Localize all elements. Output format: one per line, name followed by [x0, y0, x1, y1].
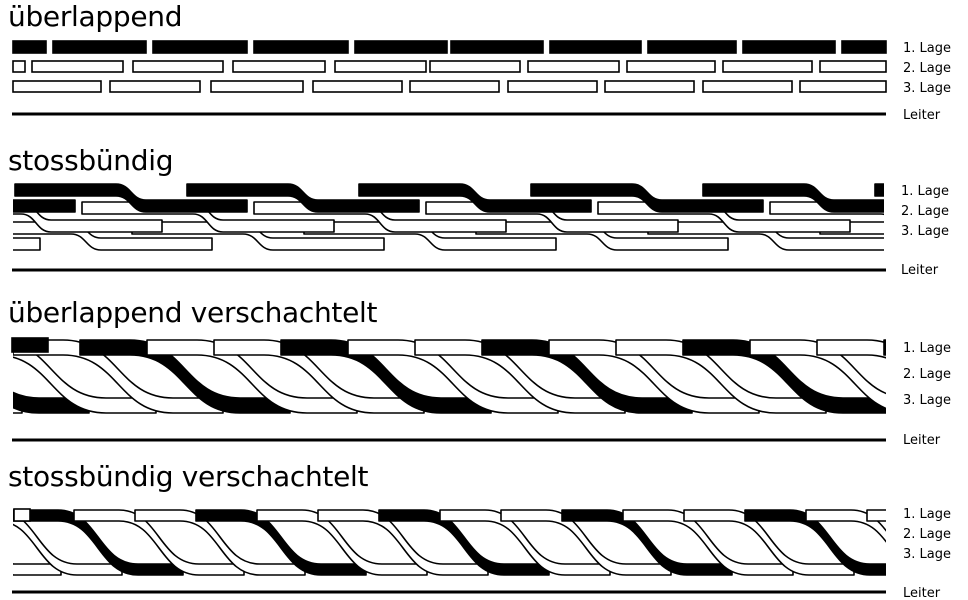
panel-ueberlappend: 1. Lage 2. Lage 3. Lage Leiter	[12, 40, 951, 123]
tape-strip-layer-2	[31, 60, 124, 73]
tape-strip-white	[439, 509, 611, 576]
tape-strip-layer-1	[841, 40, 887, 54]
tape-strip-white	[866, 509, 886, 522]
layer-label-2: 2. Lage	[901, 204, 949, 219]
tape-strip-white	[13, 508, 31, 522]
tape-strip-white	[683, 509, 855, 576]
tape-strip-layer-3	[507, 80, 598, 93]
tape-strip-black	[13, 391, 90, 414]
tape-layers	[12, 40, 887, 93]
tape-strip-layer-3	[409, 80, 500, 93]
layer-label-3: 3. Lage	[903, 547, 951, 562]
tape-strip-layer-2	[819, 60, 887, 73]
tape-strip-white	[73, 509, 245, 576]
tape-strip-black	[195, 509, 367, 576]
tape-strip-black	[11, 337, 49, 353]
tape-strip-layer-1	[253, 40, 349, 54]
tape-strip-white	[256, 509, 428, 576]
layer-label-2: 2. Lage	[903, 367, 951, 382]
layer-label-1: 1. Lage	[903, 341, 951, 356]
layer-label-3: 3. Lage	[903, 81, 951, 96]
tape-strip-layer-3	[604, 80, 695, 93]
tape-strip-layer-1	[52, 40, 147, 54]
tape-strip-layer-1	[358, 183, 592, 213]
panel-title-stossbuendig: stossbündig	[8, 144, 174, 177]
tape-strip-black	[13, 509, 184, 576]
tape-strip-layer-2	[132, 60, 224, 73]
tape-strip-white	[805, 509, 886, 543]
tape-strip-white	[816, 339, 886, 359]
panel-title-ueberlappend-verschachtelt: überlappend verschachtelt	[8, 296, 378, 329]
tape-strip-layer-1	[14, 183, 248, 213]
tape-layers	[13, 183, 884, 251]
tape-strips	[13, 509, 886, 576]
tape-strip-layer-1	[647, 40, 737, 54]
tape-strip-white	[951, 340, 968, 413]
tape-strip-layer-1	[742, 40, 836, 54]
panel-stossbuendig: 1. Lage 2. Lage 3. Lage Leiter	[12, 183, 949, 278]
tape-strip-layer-3	[12, 80, 102, 93]
tape-layers	[13, 508, 886, 576]
tape-strip-layer-1	[152, 40, 248, 54]
tape-layers	[11, 337, 968, 414]
tape-strip-layer-2	[12, 60, 26, 73]
tape-strip-layer-3	[109, 80, 201, 93]
layer-label-1: 1. Lage	[901, 184, 949, 199]
tape-strip-layer-1	[530, 183, 764, 213]
tape-strip-layer-1	[13, 199, 76, 213]
tape-strip-layer-3	[13, 237, 41, 251]
tape-strips	[13, 339, 968, 414]
tape-strip-white	[500, 509, 672, 576]
tape-strip-white	[13, 562, 62, 576]
conductor-label: Leiter	[903, 586, 941, 600]
tape-strip-layer-1	[702, 183, 884, 213]
tape-strip-white	[317, 509, 489, 576]
tape-strip-black	[378, 509, 550, 576]
layer-label-2: 2. Lage	[903, 527, 951, 542]
tape-strip-layer-1	[549, 40, 642, 54]
panel-stossbuendig-verschachtelt: 1. Lage 2. Lage 3. Lage Leiter	[12, 507, 951, 600]
tape-strip-white	[134, 509, 306, 576]
tape-strip-black	[744, 509, 886, 576]
tape-strip-layer-3	[312, 80, 403, 93]
panel-title-ueberlappend: überlappend	[8, 0, 183, 33]
tape-strip-layer-2	[527, 60, 620, 73]
tape-strip-layer-2	[626, 60, 716, 73]
conductor-label: Leiter	[901, 263, 939, 278]
layer-label-2: 2. Lage	[903, 61, 951, 76]
tape-strips	[13, 183, 884, 251]
tape-strip-white	[622, 509, 794, 576]
tape-strip-black	[561, 509, 733, 576]
layer-label-1: 1. Lage	[903, 507, 951, 522]
tape-strip-layer-3	[799, 80, 887, 93]
tape-strip-black	[883, 339, 886, 356]
panel-ueberlappend-verschachtelt: 1. Lage 2. Lage 3. Lage Leiter	[11, 337, 968, 448]
tape-strip-layer-1	[186, 183, 420, 213]
conductor-label: Leiter	[903, 108, 941, 123]
tape-strip-layer-2	[429, 60, 521, 73]
tape-strip-layer-3	[210, 80, 304, 93]
layer-label-3: 3. Lage	[903, 393, 951, 408]
tape-strip-layer-1	[354, 40, 448, 54]
tape-strip-layer-1	[874, 183, 884, 197]
tape-strip-layer-1	[450, 40, 544, 54]
panel-title-stossbuendig-verschachtelt: stossbündig verschachtelt	[8, 460, 369, 493]
tape-strip-white	[13, 512, 123, 576]
tape-strip-layer-2	[722, 60, 813, 73]
tape-strip-layer-3	[702, 80, 793, 93]
layer-label-1: 1. Lage	[903, 41, 951, 56]
tape-strip-layer-1	[12, 40, 47, 54]
conductor-label: Leiter	[903, 433, 941, 448]
tape-strip-layer-2	[232, 60, 326, 73]
tape-strip-layer-2	[334, 60, 427, 73]
layer-label-3: 3. Lage	[901, 224, 949, 239]
